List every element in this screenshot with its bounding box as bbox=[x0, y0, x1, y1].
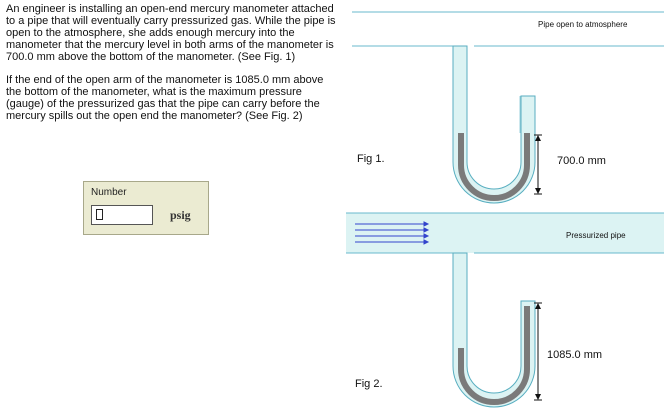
figure-1: Pipe open to atmosphere 700.0 mm Fig 1. bbox=[352, 11, 664, 204]
fig2-dimension-label: 1085.0 mm bbox=[547, 349, 602, 361]
problem-paragraph-1: An engineer is installing an open-end me… bbox=[6, 3, 336, 63]
pressurized-pipe-body bbox=[346, 213, 664, 253]
answer-label: Number bbox=[91, 187, 127, 198]
fig1-dim-arrow-up-icon bbox=[535, 135, 541, 141]
fig1-pipe-label: Pipe open to atmosphere bbox=[538, 20, 628, 29]
unit-label: psig bbox=[170, 208, 191, 222]
problem-paragraph-2: If the end of the open arm of the manome… bbox=[6, 74, 324, 122]
fig2-pipe-label: Pressurized pipe bbox=[566, 231, 626, 240]
fig2-caption: Fig 2. bbox=[355, 378, 383, 390]
fig1-dimension-label: 700.0 mm bbox=[557, 155, 606, 167]
fig2-mercury bbox=[458, 306, 530, 405]
fig1-dim-arrow-down-icon bbox=[535, 188, 541, 194]
fig1-u-tube bbox=[452, 45, 536, 204]
answer-input[interactable] bbox=[91, 205, 153, 225]
fig2-u-tube bbox=[452, 252, 536, 408]
answer-panel: Number psig bbox=[83, 181, 209, 235]
fig1-mercury bbox=[458, 133, 530, 201]
fig2-dim-arrow-up-icon bbox=[535, 303, 541, 309]
figure-2: Pressurized pipe 1085.0 mm Fig 2. bbox=[346, 212, 664, 408]
fig2-dim-arrow-down-icon bbox=[535, 394, 541, 400]
fig1-caption: Fig 1. bbox=[357, 153, 385, 165]
problem-statement: An engineer is installing an open-end me… bbox=[6, 3, 336, 133]
flow-arrows-icon bbox=[355, 221, 430, 245]
